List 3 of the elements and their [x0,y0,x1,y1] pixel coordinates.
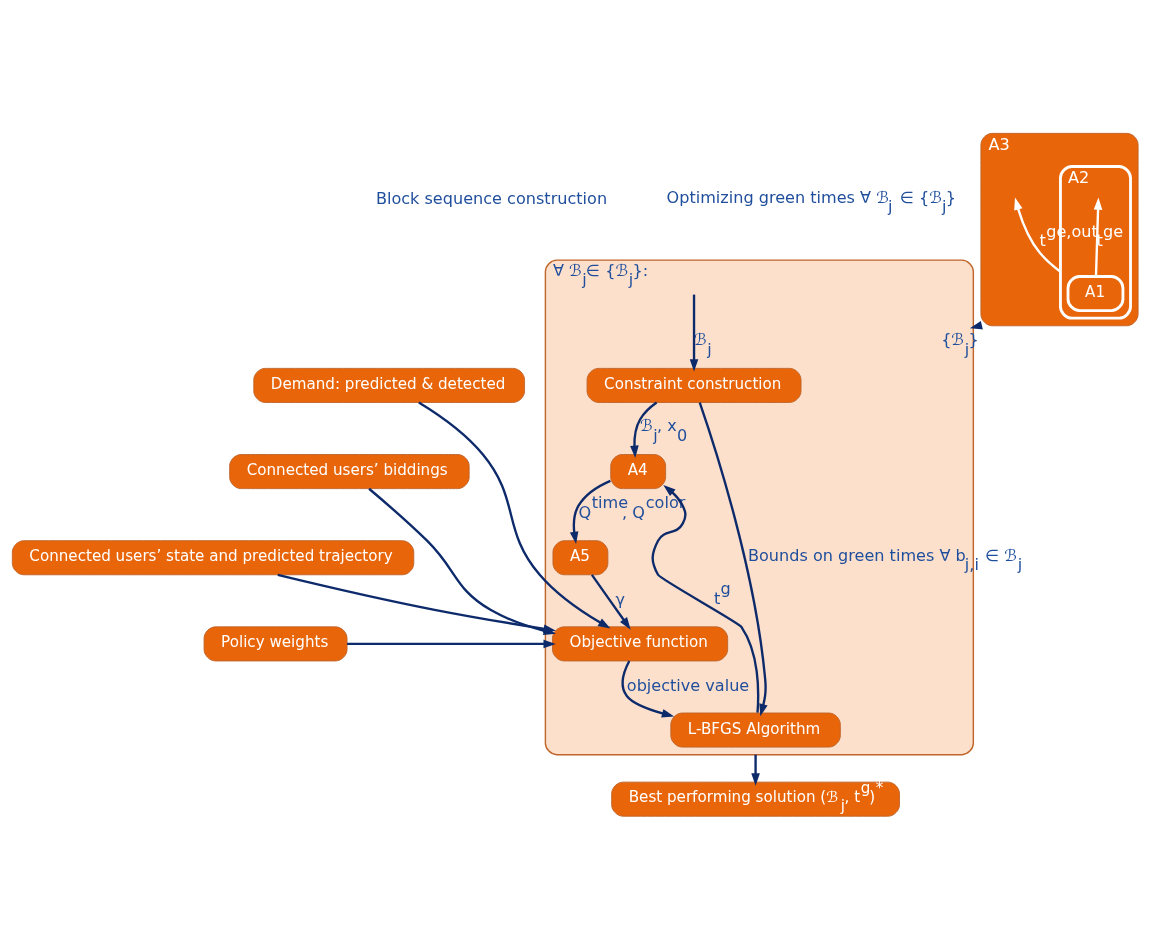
edge-label: γ [615,589,625,609]
edge-label: objective value [626,675,750,695]
label: Block sequence construction [375,188,608,208]
